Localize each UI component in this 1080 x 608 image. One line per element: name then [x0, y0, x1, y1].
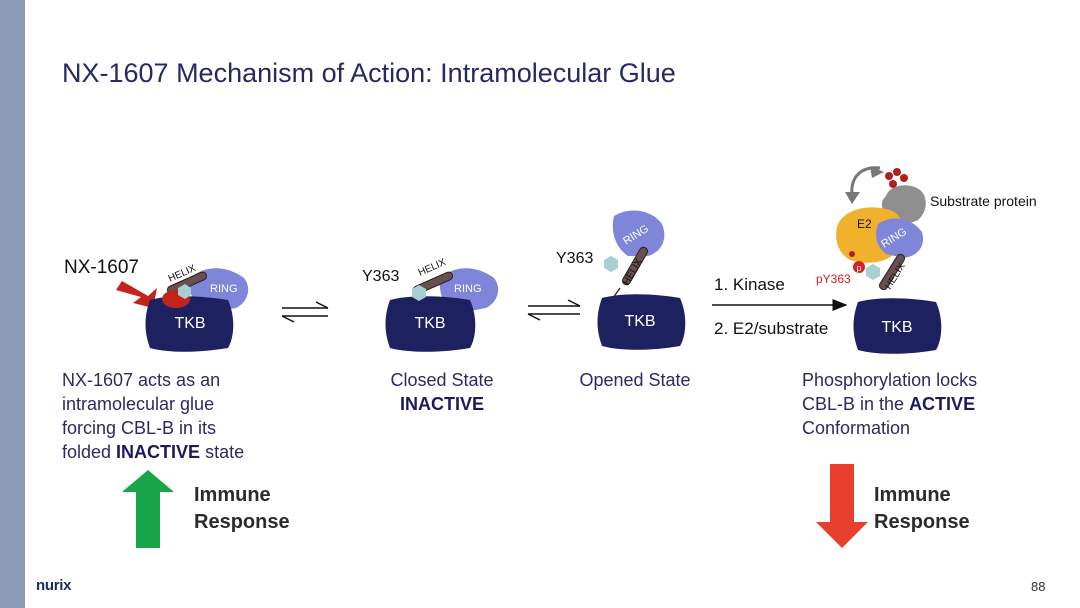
- phospho-mark: p: [856, 263, 861, 273]
- caption-text: state: [200, 442, 245, 462]
- tkb-label: TKB: [881, 319, 912, 336]
- side-accent-bar: [0, 0, 25, 608]
- helix-domain: [622, 246, 648, 286]
- activation-step: 1. Kinase 2. E2/substrate: [712, 275, 848, 338]
- caption-closed: Closed State INACTIVE: [372, 368, 512, 416]
- y363-residue: [412, 285, 426, 301]
- tkb-label: TKB: [414, 315, 445, 332]
- caption-line: NX-1607 acts as an: [62, 370, 221, 390]
- ring-domain: [876, 218, 924, 258]
- caption-line: Closed State: [390, 370, 494, 390]
- caption-opened: Opened State: [560, 368, 710, 392]
- caption-line: Conformation: [802, 418, 911, 438]
- helix-label: HELIX: [621, 257, 645, 288]
- state-opened: Y363 RING HELIX TKB: [556, 210, 686, 350]
- immune-line: Immune: [874, 484, 951, 506]
- tkb-domain: [597, 294, 686, 350]
- caption-line: CBL-B in the ACTIVE: [802, 392, 1042, 416]
- caption-text: CBL-B in the: [802, 394, 910, 414]
- tkb-domain: [853, 298, 942, 354]
- caption-emphasis: INACTIVE: [116, 442, 201, 462]
- y363-residue: [866, 264, 880, 280]
- transfer-arrow: [850, 166, 881, 197]
- e2-label: E2: [857, 217, 872, 231]
- step-e2-substrate-label: 2. E2/substrate: [714, 319, 828, 338]
- ring-label: RING: [210, 283, 238, 295]
- tkb-domain: [385, 296, 476, 352]
- py363-label: pY363: [816, 272, 851, 286]
- ring-label: RING: [454, 283, 482, 295]
- drug-label: NX-1607: [64, 257, 139, 278]
- equilibrium-arrows-1: [281, 301, 329, 323]
- page-number: 88: [1031, 579, 1046, 594]
- caption-glue: NX-1607 acts as an intramolecular glue f…: [62, 368, 302, 464]
- immune-up-arrow-icon: [122, 470, 174, 548]
- ubiquitin-bead: [900, 174, 908, 182]
- substrate-label: Substrate protein: [930, 193, 1037, 209]
- caption-line: INACTIVE: [372, 392, 512, 416]
- immune-response-down-label: Immune Response: [874, 482, 970, 536]
- immune-line: Response: [194, 511, 290, 533]
- caption-phosphorylation: Phosphorylation locks CBL-B in the ACTIV…: [802, 368, 1042, 440]
- ubiquitin-bead: [885, 172, 893, 180]
- caption-line: Phosphorylation locks: [802, 370, 978, 390]
- phospho-group: [853, 261, 865, 273]
- caption-emphasis: ACTIVE: [909, 394, 976, 414]
- state-closed: Y363 RING HELIX TKB: [362, 257, 499, 352]
- ubiquitin-bead: [893, 168, 901, 176]
- drug-arrow-icon: [116, 281, 157, 308]
- caption-line: Opened State: [579, 370, 691, 390]
- tkb-domain: [145, 296, 234, 352]
- tkb-label: TKB: [174, 315, 205, 332]
- state-active: Substrate protein E2 RING HELIX p pY363 …: [816, 166, 1037, 354]
- caption-emphasis: INACTIVE: [399, 394, 484, 414]
- step-kinase-label: 1. Kinase: [714, 275, 785, 294]
- y363-label: Y363: [362, 268, 399, 285]
- helix-domain: [879, 253, 905, 291]
- caption-line: forcing CBL-B in its: [62, 418, 217, 438]
- company-logo: nurix: [36, 577, 72, 594]
- y363-residue: [178, 284, 191, 299]
- caption-text: folded: [62, 442, 117, 462]
- ubiquitin-bead: [889, 180, 897, 188]
- caption-line: intramolecular glue: [62, 394, 215, 414]
- immune-response-up-label: Immune Response: [194, 482, 290, 536]
- y363-residue: [604, 256, 618, 272]
- equilibrium-arrows-2: [527, 299, 581, 321]
- y363-label: Y363: [556, 250, 593, 267]
- immune-line: Response: [874, 511, 970, 533]
- slide-title: NX-1607 Mechanism of Action: Intramolecu…: [62, 58, 676, 88]
- state-bound: NX-1607 RING HELIX TKB: [64, 257, 249, 352]
- caption-line: folded INACTIVE state: [62, 440, 302, 464]
- immune-line: Immune: [194, 484, 271, 506]
- tkb-label: TKB: [624, 313, 655, 330]
- immune-down-arrow-icon: [816, 464, 868, 548]
- ring-domain: [612, 210, 665, 256]
